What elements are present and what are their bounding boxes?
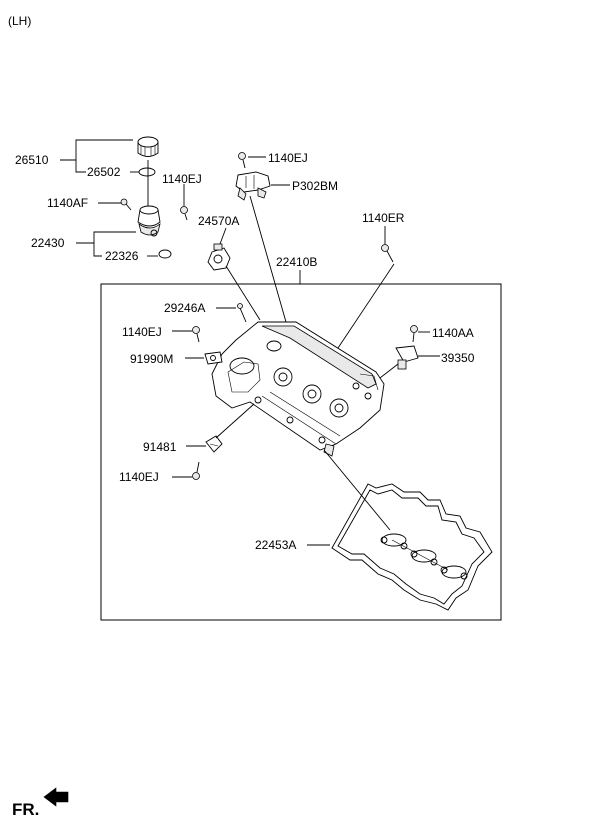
callout-91990M: 91990M: [130, 352, 173, 366]
callout-1140EJ-mid: 1140EJ: [122, 325, 162, 339]
callout-1140AA: 1140AA: [432, 326, 474, 340]
rocker-cover-22410B: [211, 321, 385, 457]
callout-29246A: 29246A: [164, 301, 205, 315]
bolt-1140EJ-low: [192, 461, 200, 480]
side-label: (LH): [8, 14, 31, 28]
callout-22430: 22430: [31, 236, 65, 250]
bolt-1140AF: [120, 198, 132, 211]
callout-P302BM: P302BM: [292, 179, 338, 193]
callout-24570A: 24570A: [198, 214, 239, 228]
callout-1140AF: 1140AF: [47, 196, 88, 210]
sensor-39350: [395, 345, 419, 370]
cam-position-sensor-24570A: [207, 243, 231, 271]
assembly-frame: [100, 283, 502, 621]
clip-91481: [205, 435, 223, 453]
front-arrow-icon: [43, 787, 69, 807]
callout-22410B: 22410B: [276, 255, 317, 269]
fr-label: FR.: [12, 800, 39, 819]
bolt-1140AA: [410, 325, 418, 343]
cap-gasket: [138, 167, 156, 177]
oil-filler-cap: [137, 136, 159, 157]
bolt-1140EJ-top: [238, 152, 246, 169]
callout-22326: 22326: [105, 249, 139, 263]
wiring-connector-P302BM: [235, 171, 271, 201]
stud-29246A: [237, 303, 247, 323]
callout-1140EJ-left: 1140EJ: [162, 172, 202, 186]
callout-1140EJ-low: 1140EJ: [119, 470, 159, 484]
bolt-1140EJ-left: [180, 206, 188, 221]
callout-1140ER: 1140ER: [362, 211, 405, 225]
neck-oring: [158, 249, 172, 259]
callout-26510: 26510: [15, 153, 49, 167]
callout-22453A: 22453A: [255, 538, 296, 552]
callout-1140EJ-top: 1140EJ: [268, 151, 308, 165]
callout-26502: 26502: [87, 165, 121, 179]
bolt-1140EJ-mid: [192, 326, 200, 343]
bolt-1140ER: [381, 244, 394, 263]
rocker-cover-gasket-22453A: [331, 483, 493, 611]
bracket-91990M: [204, 351, 223, 365]
filler-neck: [137, 205, 161, 237]
callout-91481: 91481: [143, 440, 177, 454]
callout-39350: 39350: [441, 351, 475, 365]
